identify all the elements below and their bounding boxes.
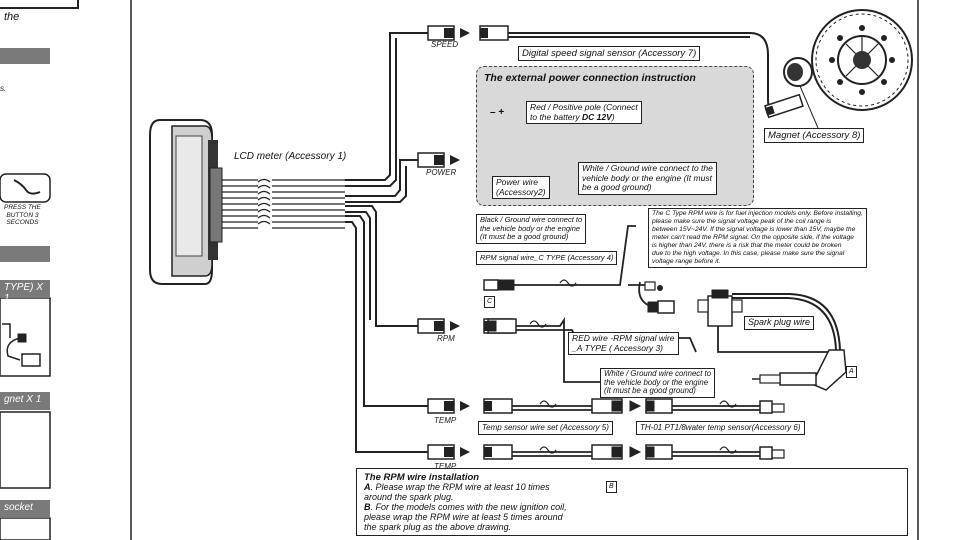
white-ground-power-label: White / Ground wire connect to the vehic… — [578, 162, 717, 195]
power-wire-label: Power wire (Accessory2) — [492, 176, 550, 199]
c-type-note: The C Type RPM wire is for fuel injectio… — [648, 208, 867, 268]
ignition-coil-drawing — [697, 289, 847, 391]
rpm-install-line-b2: please wrap the RPM wire at least 5 time… — [364, 512, 563, 522]
rpm-install-line-a2: around the spark plug. — [364, 492, 454, 502]
spark-plug-wire-label: Spark plug wire — [744, 316, 815, 330]
speed-sensor-drawing — [764, 93, 804, 119]
press-button-text: PRESS THE BUTTON 3 SECONDS — [4, 204, 41, 226]
power-connector-label: POWER — [426, 168, 457, 177]
wire-runs — [345, 32, 428, 453]
digital-speed-sensor-label: Digital speed signal sensor (Accessory 7… — [518, 46, 701, 61]
rpm-c-wire — [483, 225, 675, 314]
magnet-label: gnet X 1 — [0, 392, 50, 410]
rpm-installation-title: The RPM wire installation — [364, 472, 480, 483]
left-strip-the-text: the — [4, 11, 20, 23]
temp-connector-label-1: TEMP — [434, 416, 457, 425]
socket-label: socket — [0, 500, 50, 518]
temp-sensor-set-label: Temp sensor wire set (Accessory 5) — [478, 421, 613, 435]
brake-disc-drawing — [811, 9, 913, 111]
lcd-meter-label: LCD meter (Accessory 1) — [234, 151, 347, 162]
rpm-install-line-b: B. For the models comes with the new ign… — [364, 502, 567, 512]
left-strip-header-bar-1 — [0, 48, 50, 64]
rpm-c-type-label: RPM signal wire_C TYPE (Accessory 4) — [476, 251, 618, 265]
th01-sensor-label: TH-01 PT1/8water temp sensor(Accessory 6… — [636, 421, 805, 435]
c-marker: C — [484, 296, 496, 308]
b-marker: B — [606, 481, 617, 493]
magnet-label-box: Magnet (Accessory 8) — [764, 128, 865, 143]
black-ground-label: Black / Ground wire connect to the vehic… — [476, 214, 587, 244]
left-strip-header-bar-2 — [0, 246, 50, 262]
cable-bundle — [222, 179, 345, 229]
magnet-drawing — [783, 57, 819, 129]
rpm-installation-box — [356, 468, 908, 536]
type-label: TYPE) X 1 — [0, 280, 50, 304]
battery-symbol: – + — [490, 107, 505, 118]
rpm-connector-label: RPM — [437, 334, 455, 343]
speed-connector-label: SPEED — [431, 40, 459, 49]
left-strip-drawings — [0, 0, 79, 540]
white-ground-rpm-label: White / Ground wire connect to the vehic… — [600, 368, 716, 398]
left-strip-instruction-text: s. — [0, 84, 7, 93]
temp-sensor-wires — [512, 398, 785, 460]
a-marker: A — [846, 366, 857, 378]
red-positive-label: Red / Positive pole (Connect to the batt… — [526, 101, 642, 124]
rpm-install-line-a: A. Please wrap the RPM wire at least 10 … — [364, 482, 550, 492]
rpm-install-line-b3: the spark plug as the above drawing. — [364, 522, 512, 532]
temp-connector-label-2: TEMP — [434, 462, 457, 471]
red-wire-rpm-label: RED wire -RPM signal wire _A TYPE ( Acce… — [568, 332, 679, 355]
external-power-title: The external power connection instructio… — [484, 72, 696, 84]
lcd-meter-drawing — [149, 119, 223, 285]
